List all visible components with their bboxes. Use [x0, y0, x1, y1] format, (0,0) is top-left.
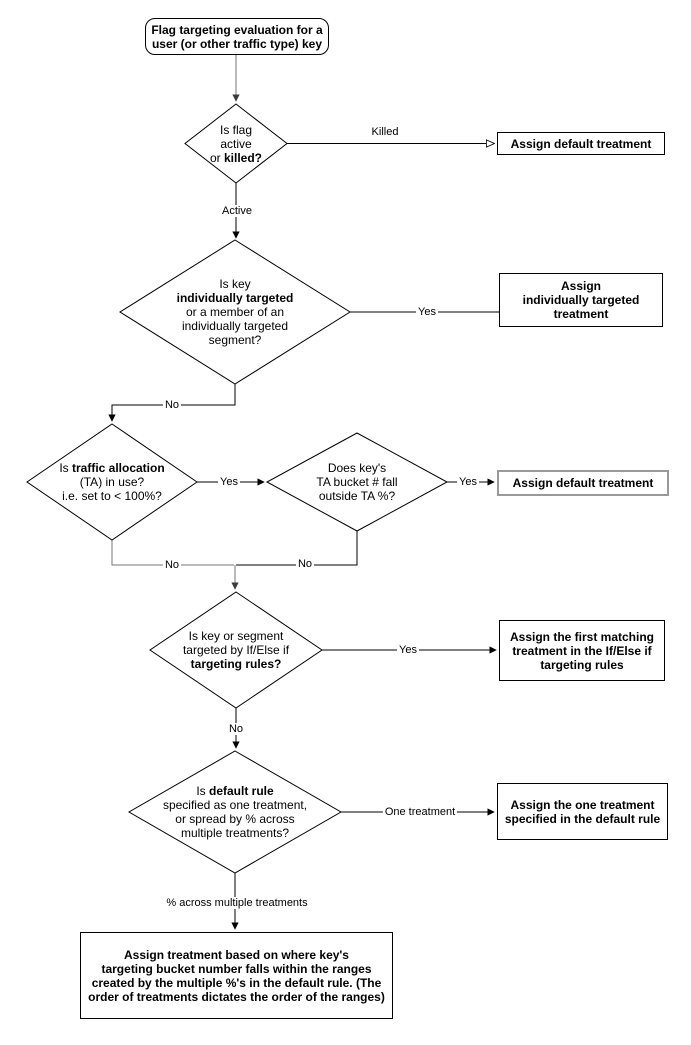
- start-node: Flag targeting evaluation for a user (or…: [145, 18, 329, 55]
- edge-label-no-individually-targeted: No: [162, 399, 182, 411]
- decision-ta-bucket-shape: [265, 432, 449, 532]
- edge-label-one-treatment: One treatment: [382, 806, 458, 818]
- edge-label-active: Active: [220, 205, 254, 217]
- result-default-treatment-killed: Assign default treatment: [497, 132, 665, 155]
- edge-no-from-ta-bucket: [236, 531, 358, 566]
- decision-targeting-rules-shape: [149, 591, 323, 709]
- edge-label-no-targeting-rules: No: [226, 723, 246, 735]
- result-first-matching-treatment: Assign the first matching treatment in t…: [499, 620, 665, 681]
- decision-individually-targeted-shape: [119, 239, 351, 385]
- edge-label-yes-traffic-allocation: Yes: [218, 476, 240, 488]
- edge-label-no-traffic-allocation: No: [162, 559, 182, 571]
- edge-no-from-traffic-allocation: [111, 540, 234, 566]
- edge-label-killed: Killed: [369, 126, 401, 138]
- decision-default-rule-shape: [127, 750, 343, 874]
- edge-label-pct-across: % across multiple treatments: [164, 897, 310, 909]
- edge-label-no-ta-bucket: No: [295, 558, 315, 570]
- decision-traffic-allocation-shape: [26, 423, 198, 541]
- edge-label-yes-ta-bucket: Yes: [457, 476, 479, 488]
- start-node-label: Flag targeting evaluation for a user (or…: [151, 22, 323, 51]
- result-default-treatment-ta: Assign default treatment: [497, 470, 669, 496]
- result-one-treatment: Assign the one treatment specified in th…: [497, 783, 668, 840]
- result-multiple-treatments: Assign treatment based on where key's ta…: [80, 932, 393, 1019]
- decision-flag-active-shape: [184, 103, 288, 184]
- result-individually-targeted-treatment: Assign individually targeted treatment: [499, 273, 663, 327]
- edge-label-yes-targeting-rules: Yes: [397, 644, 419, 656]
- edge-label-yes-individually-targeted: Yes: [416, 306, 438, 318]
